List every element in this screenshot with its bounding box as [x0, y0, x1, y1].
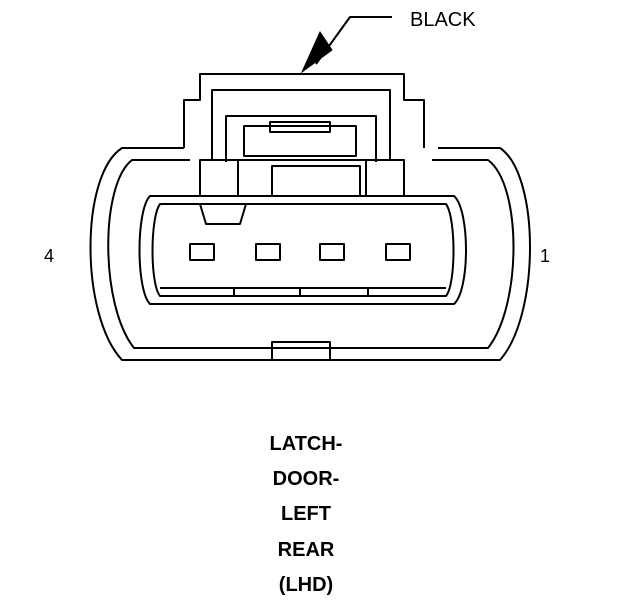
pin-4: [189, 243, 215, 261]
connector-outer-shell: [89, 147, 531, 361]
latch-button: [243, 125, 357, 157]
connector-color-label: BLACK: [410, 9, 476, 31]
pin-left-number: 4: [44, 246, 54, 266]
caption-line-4: REAR: [278, 539, 335, 561]
caption-line-1: LATCH-: [270, 433, 343, 455]
connector-caption: LATCH- DOOR- LEFT REAR (LHD): [270, 433, 343, 596]
locking-tab-inner: [211, 89, 391, 160]
color-leader-line: [315, 16, 392, 65]
keyway-notch: [199, 203, 247, 225]
caption-line-5: (LHD): [279, 574, 333, 596]
bottom-tab: [271, 341, 331, 361]
locking-tab-outer: [183, 73, 425, 148]
connector-shell-inner-outline: [107, 159, 515, 349]
caption-line-2: DOOR-: [273, 468, 340, 490]
mating-face-center-block: [271, 165, 361, 197]
pin-2: [319, 243, 345, 261]
caption-line-3: LEFT: [281, 503, 331, 525]
latch-slot-top: [269, 121, 331, 133]
cavity-surround: [138, 195, 467, 305]
latch-outline: [225, 115, 377, 162]
pin-3: [255, 243, 281, 261]
cavity-inner: [151, 203, 455, 297]
pin-right-number: 1: [540, 246, 550, 266]
color-leader-arrowhead: [300, 30, 333, 74]
pin-1: [385, 243, 411, 261]
